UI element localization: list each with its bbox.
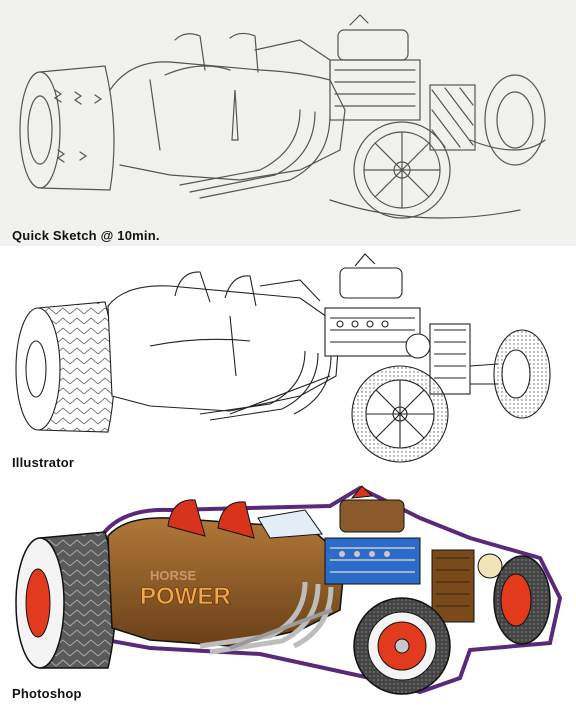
sketch-artwork bbox=[19, 14, 546, 219]
sketch-panel: Quick Sketch @ 10min. bbox=[0, 0, 576, 246]
photoshop-panel: HORSE POWER Photoshop bbox=[0, 478, 576, 720]
illustrator-caption: Illustrator bbox=[12, 455, 75, 470]
photoshop-caption: Photoshop bbox=[12, 686, 82, 701]
color-artwork: HORSE POWER bbox=[15, 485, 563, 695]
power-text: POWER bbox=[140, 583, 231, 610]
horse-text: HORSE bbox=[150, 568, 197, 583]
lineart-artwork bbox=[15, 253, 551, 463]
illustrator-panel: Illustrator bbox=[0, 246, 576, 478]
sketch-caption: Quick Sketch @ 10min. bbox=[12, 228, 160, 243]
